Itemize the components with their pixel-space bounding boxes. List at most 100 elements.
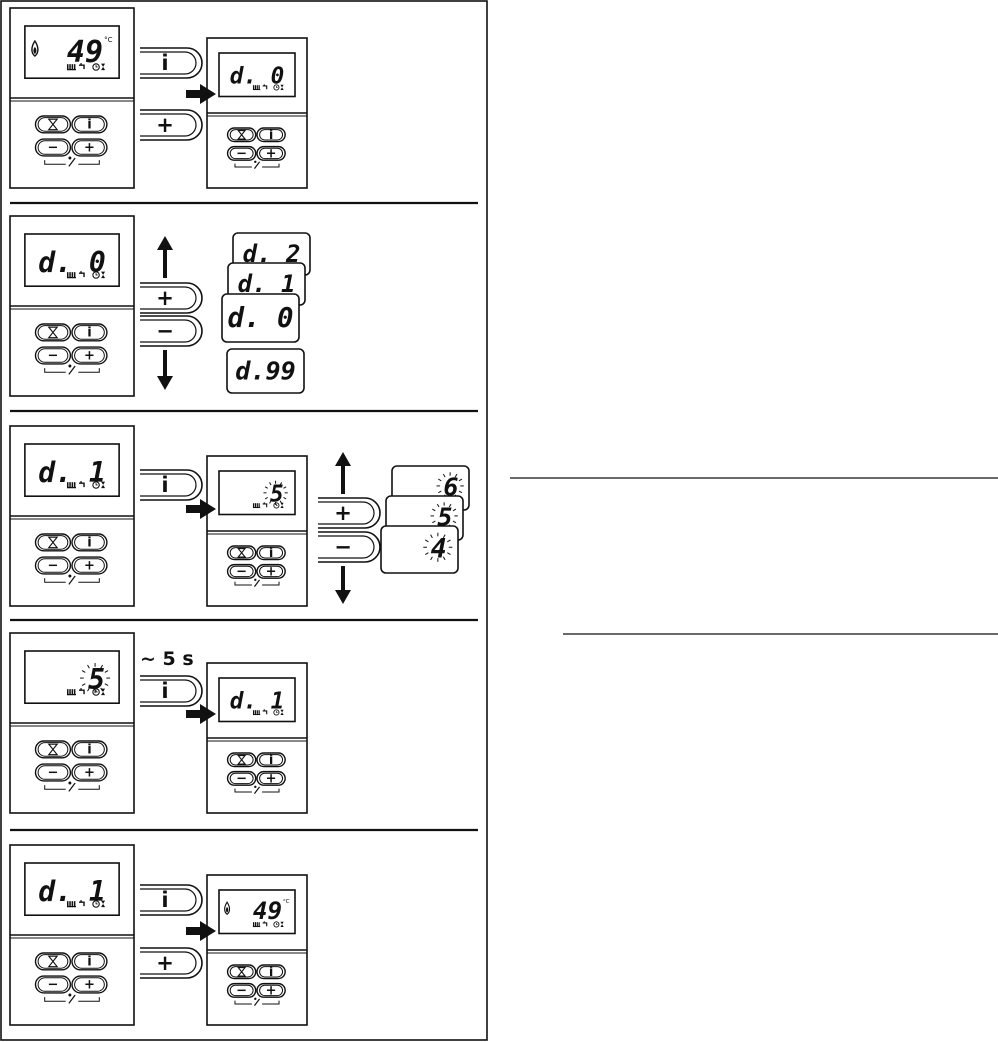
lcd-frame [24,650,120,705]
key-label: + [266,771,277,786]
radiator-icon [252,503,261,509]
clock-icon [273,502,280,509]
hourglass-icon [101,900,106,908]
hourglass-icon [237,754,247,765]
key-label: − [48,349,59,364]
outer-frame [0,0,488,1041]
key-label: i [269,128,273,143]
card-value: d.99 [235,356,296,385]
step1-main-panel [9,7,135,189]
hourglass-icon [101,688,106,696]
lcd-frame [218,52,296,98]
keypad: i−+ [34,115,108,167]
hourglass-icon [47,326,59,339]
hourglass-icon [47,536,59,549]
keypad: i−+ [34,952,108,1004]
clock-icon [92,63,100,71]
minus-key: − [34,346,72,365]
key-label: i [269,753,273,768]
key-label: i [161,888,168,912]
key-label: − [236,983,247,998]
clock-icon [92,481,100,489]
step4-result-panel [206,662,308,814]
info-button: i [140,47,203,79]
info-key: i [71,952,108,971]
key-label: − [48,766,59,781]
hot-water-key [226,964,257,980]
lcd-screen: 49°C [218,889,296,935]
hourglass-icon [280,502,284,509]
key-label: − [48,559,59,574]
arrow-right-icon [186,499,216,519]
tap-icon [262,84,268,90]
radiator-icon [252,85,261,91]
info-key: i [256,752,286,768]
flame-icon [224,901,231,915]
info-key: i [256,964,286,980]
hourglass-icon [237,547,247,558]
sequence-card: d. 0 [221,293,300,343]
status-icons [66,900,106,908]
plus-key: + [256,770,286,786]
keypad: i−+ [34,323,108,375]
lcd-screen: d. 1 [218,677,296,723]
key-label: − [236,146,247,161]
hourglass-icon [237,129,247,140]
key-label: i [161,51,168,75]
blink-rays-icon [80,663,111,694]
tap-icon [79,688,85,695]
clock-icon [273,921,280,928]
info-key: i [256,127,286,143]
minus-key: − [226,563,257,579]
hourglass-icon [280,709,284,716]
hourglass-icon [280,84,284,91]
key-label: + [84,559,95,574]
info-key: i [71,323,108,342]
step5-result-panel [206,874,308,1026]
info-key: i [71,740,108,759]
tap-icon [79,271,85,278]
lcd-frame [24,443,120,498]
minus-key: − [34,556,72,575]
flame-icon [31,39,39,57]
minus-key: − [226,982,257,998]
unit-label: °C [104,35,113,44]
plus-button: + [140,282,203,314]
radiator-icon [252,922,261,928]
lcd-screen: 49°C [24,25,120,80]
info-key: i [256,545,286,561]
tap-icon [79,63,85,70]
hourglass-icon [101,481,106,489]
unit-label: °C [283,899,290,905]
keypad: i−+ [226,752,286,795]
status-icons [66,481,106,489]
info-button: i [140,675,203,707]
step1-result-panel [206,37,308,189]
plus-key: + [256,145,286,161]
radiator-icon [66,272,77,279]
lcd-frame [218,677,296,723]
clock-icon [92,900,100,908]
lcd-frame [24,25,120,80]
radiator-icon [252,710,261,716]
chimney-sweep-icon [234,997,280,1007]
key-label: − [48,978,59,993]
hot-water-key [226,545,257,561]
plus-button: + [140,947,203,979]
lcd-frame [218,470,296,516]
key-label: + [266,564,277,579]
step3-main-panel [9,425,135,607]
status-icons [252,502,284,509]
minus-key: − [226,770,257,786]
arrow-up-icon [335,452,351,494]
card-value: d. 0 [228,303,294,334]
lcd-screen: d. 1 [24,443,120,498]
status-icons [252,84,284,91]
radiator-icon [66,901,77,908]
minus-key: − [34,975,72,994]
sequence-card: 4 [380,525,459,574]
tap-icon [79,900,85,907]
card-value: 6 [443,472,458,501]
key-label: + [84,766,95,781]
hot-water-key [34,115,72,134]
